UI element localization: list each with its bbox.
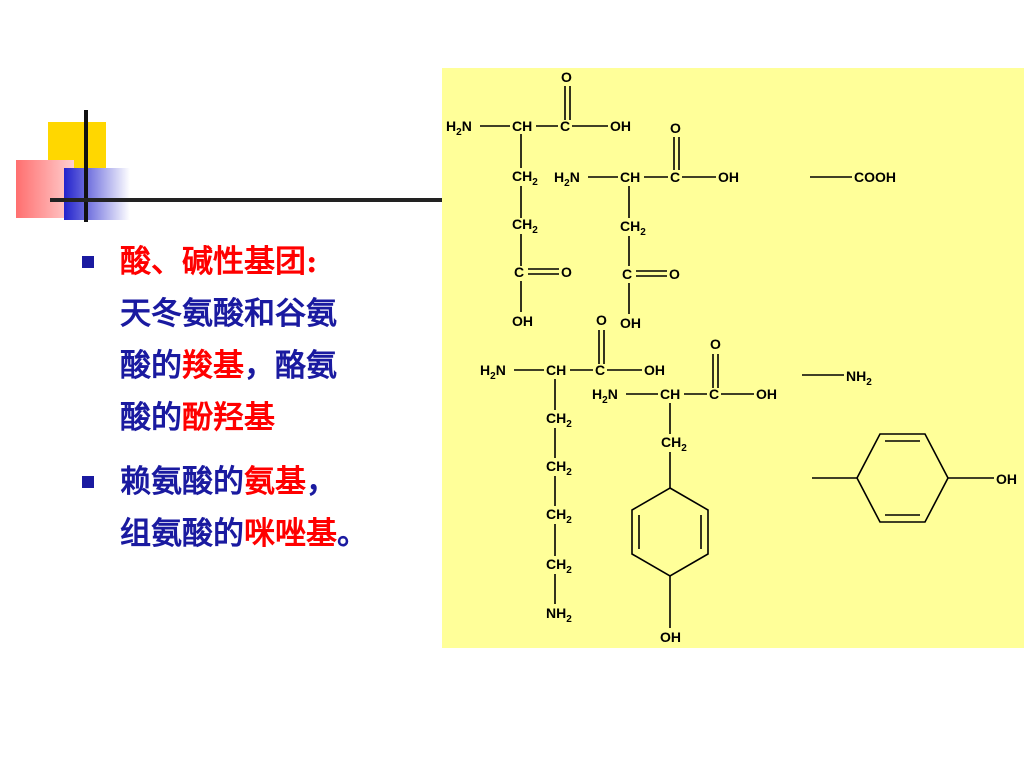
phenol-group-label: OH: [812, 433, 1017, 523]
asp-ch2-1: CH2: [512, 168, 538, 188]
title-underline: [50, 198, 470, 202]
lys-ch2-1: CH2: [546, 410, 572, 430]
asp-alpha-ch: CH: [512, 118, 532, 134]
bullet-acid-base: 酸、碱性基团: 天冬氨酸和谷氨 酸的羧基，酪氨 酸的酚羟基: [80, 236, 460, 444]
glu-carbonyl-o: O: [670, 120, 681, 136]
tyr-carboxyl-c: C: [709, 386, 719, 402]
decor-vertical-line: [84, 110, 88, 222]
lys-carbonyl-o: O: [596, 312, 607, 328]
asp-side-o: O: [561, 264, 572, 280]
structure-panel: O H2N CH C OH CH2 CH2 C O OH O: [442, 68, 1024, 648]
bullet2-line1b: 氨基: [244, 464, 306, 500]
aspartate-structure: O H2N CH C OH CH2 CH2 C O OH: [446, 69, 631, 329]
lys-ch2-2: CH2: [546, 458, 572, 478]
lys-ch2-4: CH2: [546, 556, 572, 576]
lys-ch2-3: CH2: [546, 506, 572, 526]
bullet2-line1a: 赖氨酸的: [120, 464, 244, 500]
bullet1-heading: 酸、碱性基团:: [120, 244, 318, 280]
glu-side-o: O: [669, 266, 680, 282]
amino-group-label: NH2: [802, 368, 872, 388]
bullet-lysine-histidine: 赖氨酸的氨基， 组氨酸的咪唑基。: [80, 456, 460, 560]
bullet1-line3a: 酸的: [120, 400, 182, 436]
glu-carboxyl-c: C: [670, 169, 680, 185]
glu-amine: H2N: [554, 169, 580, 189]
glu-alpha-ch: CH: [620, 169, 640, 185]
phenol-oh-text: OH: [996, 471, 1017, 487]
lysine-structure: O H2N CH C OH CH2 CH2 CH2 CH2 NH2: [480, 312, 665, 625]
tyr-carboxyl-oh: OH: [756, 386, 777, 402]
glu-side-oh: OH: [620, 315, 641, 331]
asp-carboxyl-c: C: [560, 118, 570, 134]
asp-ch2-2: CH2: [512, 216, 538, 236]
asp-carboxyl-oh: OH: [610, 118, 631, 134]
lys-alpha-ch: CH: [546, 362, 566, 378]
asp-carbonyl-o: O: [561, 69, 572, 85]
tyr-phenol-oh: OH: [660, 629, 681, 645]
lys-side-nh2: NH2: [546, 605, 572, 625]
lys-carboxyl-c: C: [595, 362, 605, 378]
glu-carboxyl-oh: OH: [718, 169, 739, 185]
bullet2-line1c: ，: [306, 464, 337, 500]
structure-diagram: O H2N CH C OH CH2 CH2 C O OH O: [446, 69, 1017, 645]
asp-side-c: C: [514, 264, 524, 280]
glu-ch2-1: CH2: [620, 218, 646, 238]
nh2-text: NH2: [846, 368, 872, 388]
bullet-list: 酸、碱性基团: 天冬氨酸和谷氨 酸的羧基，酪氨 酸的酚羟基 赖氨酸的氨基， 组氨…: [80, 236, 460, 560]
glu-side-c: C: [622, 266, 632, 282]
bullet2-line2b: 咪唑基: [244, 516, 337, 552]
tyr-ch2: CH2: [661, 434, 687, 454]
lys-carboxyl-oh: OH: [644, 362, 665, 378]
carboxyl-group-label: COOH: [810, 169, 896, 185]
cooh-text: COOH: [854, 169, 896, 185]
bullet-square-icon: [82, 476, 94, 488]
asp-side-oh: OH: [512, 313, 533, 329]
bullet1-line2a: 酸的: [120, 348, 182, 384]
bullet1-line1: 天冬氨酸和谷氨: [120, 296, 337, 332]
asp-amine: H2N: [446, 118, 472, 138]
bullet1-line3b: 酚羟基: [182, 400, 275, 436]
glutamate-structure: O H2N CH C OH CH2 C O OH: [554, 120, 739, 331]
tyr-alpha-ch: CH: [660, 386, 680, 402]
tyrosine-structure: O H2N CH C OH CH2 OH: [592, 336, 777, 645]
tyr-amine: H2N: [592, 386, 618, 406]
bullet2-line2a: 组氨酸的: [120, 516, 244, 552]
tyr-carbonyl-o: O: [710, 336, 721, 352]
tyr-benzene-ring: [631, 487, 709, 577]
bullet1-line2c: ，酪氨: [244, 348, 337, 384]
bullet-square-icon: [82, 256, 94, 268]
phenol-benzene-ring: [856, 433, 949, 523]
bullet1-line2b: 羧基: [182, 348, 244, 384]
lys-amine: H2N: [480, 362, 506, 382]
decor-blue-square: [64, 168, 130, 220]
bullet2-line2c: 。: [337, 516, 368, 552]
